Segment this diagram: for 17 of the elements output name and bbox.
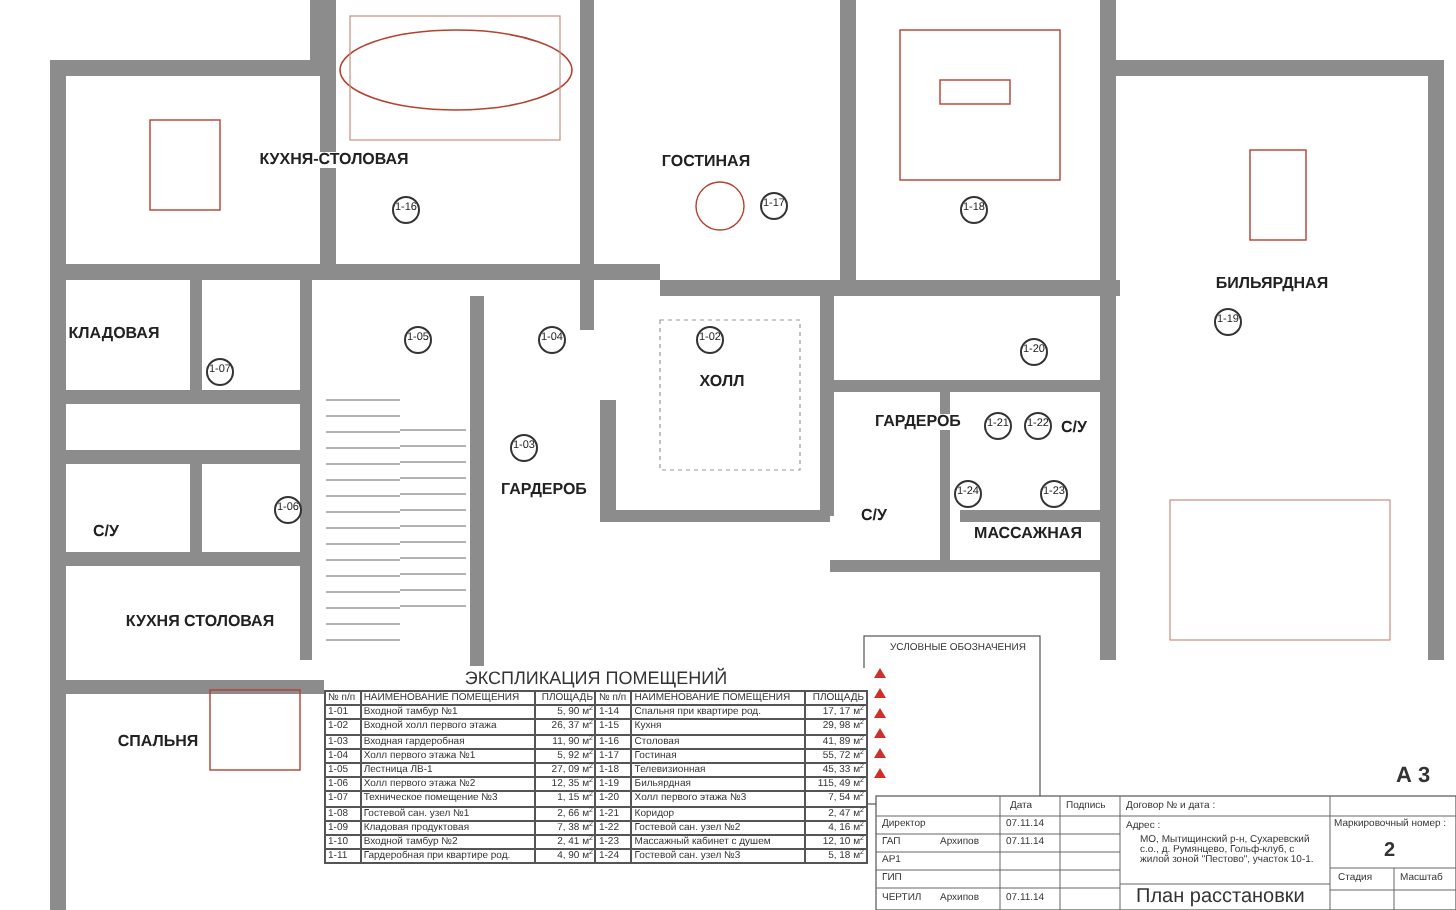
room-name: КЛАДОВАЯ xyxy=(66,326,162,342)
room-name: С/У xyxy=(859,508,889,524)
room-name: ГАРДЕРОБ xyxy=(873,414,963,430)
room-name: МАССАЖНАЯ xyxy=(972,526,1084,542)
room-name: ГАРДЕРОБ xyxy=(499,482,589,498)
room-name: С/У xyxy=(91,524,121,540)
room-name: ГОСТИНАЯ xyxy=(659,154,753,170)
table-title: ЭКСПЛИКАЦИЯ ПОМЕЩЕНИЙ xyxy=(324,668,868,690)
sheet-number: 2 xyxy=(1384,842,1396,862)
drawing-title: План расстановки xyxy=(1136,888,1305,908)
sheet-format: А 3 xyxy=(1396,766,1431,788)
room-name: С/У xyxy=(1059,420,1089,436)
room-name: КУХНЯ-СТОЛОВАЯ xyxy=(257,152,411,168)
room-name: КУХНЯ СТОЛОВАЯ xyxy=(123,614,277,630)
room-name: ХОЛЛ xyxy=(697,374,747,390)
room-name: БИЛЬЯРДНАЯ xyxy=(1213,276,1331,292)
room-name: СПАЛЬНЯ xyxy=(115,734,201,750)
